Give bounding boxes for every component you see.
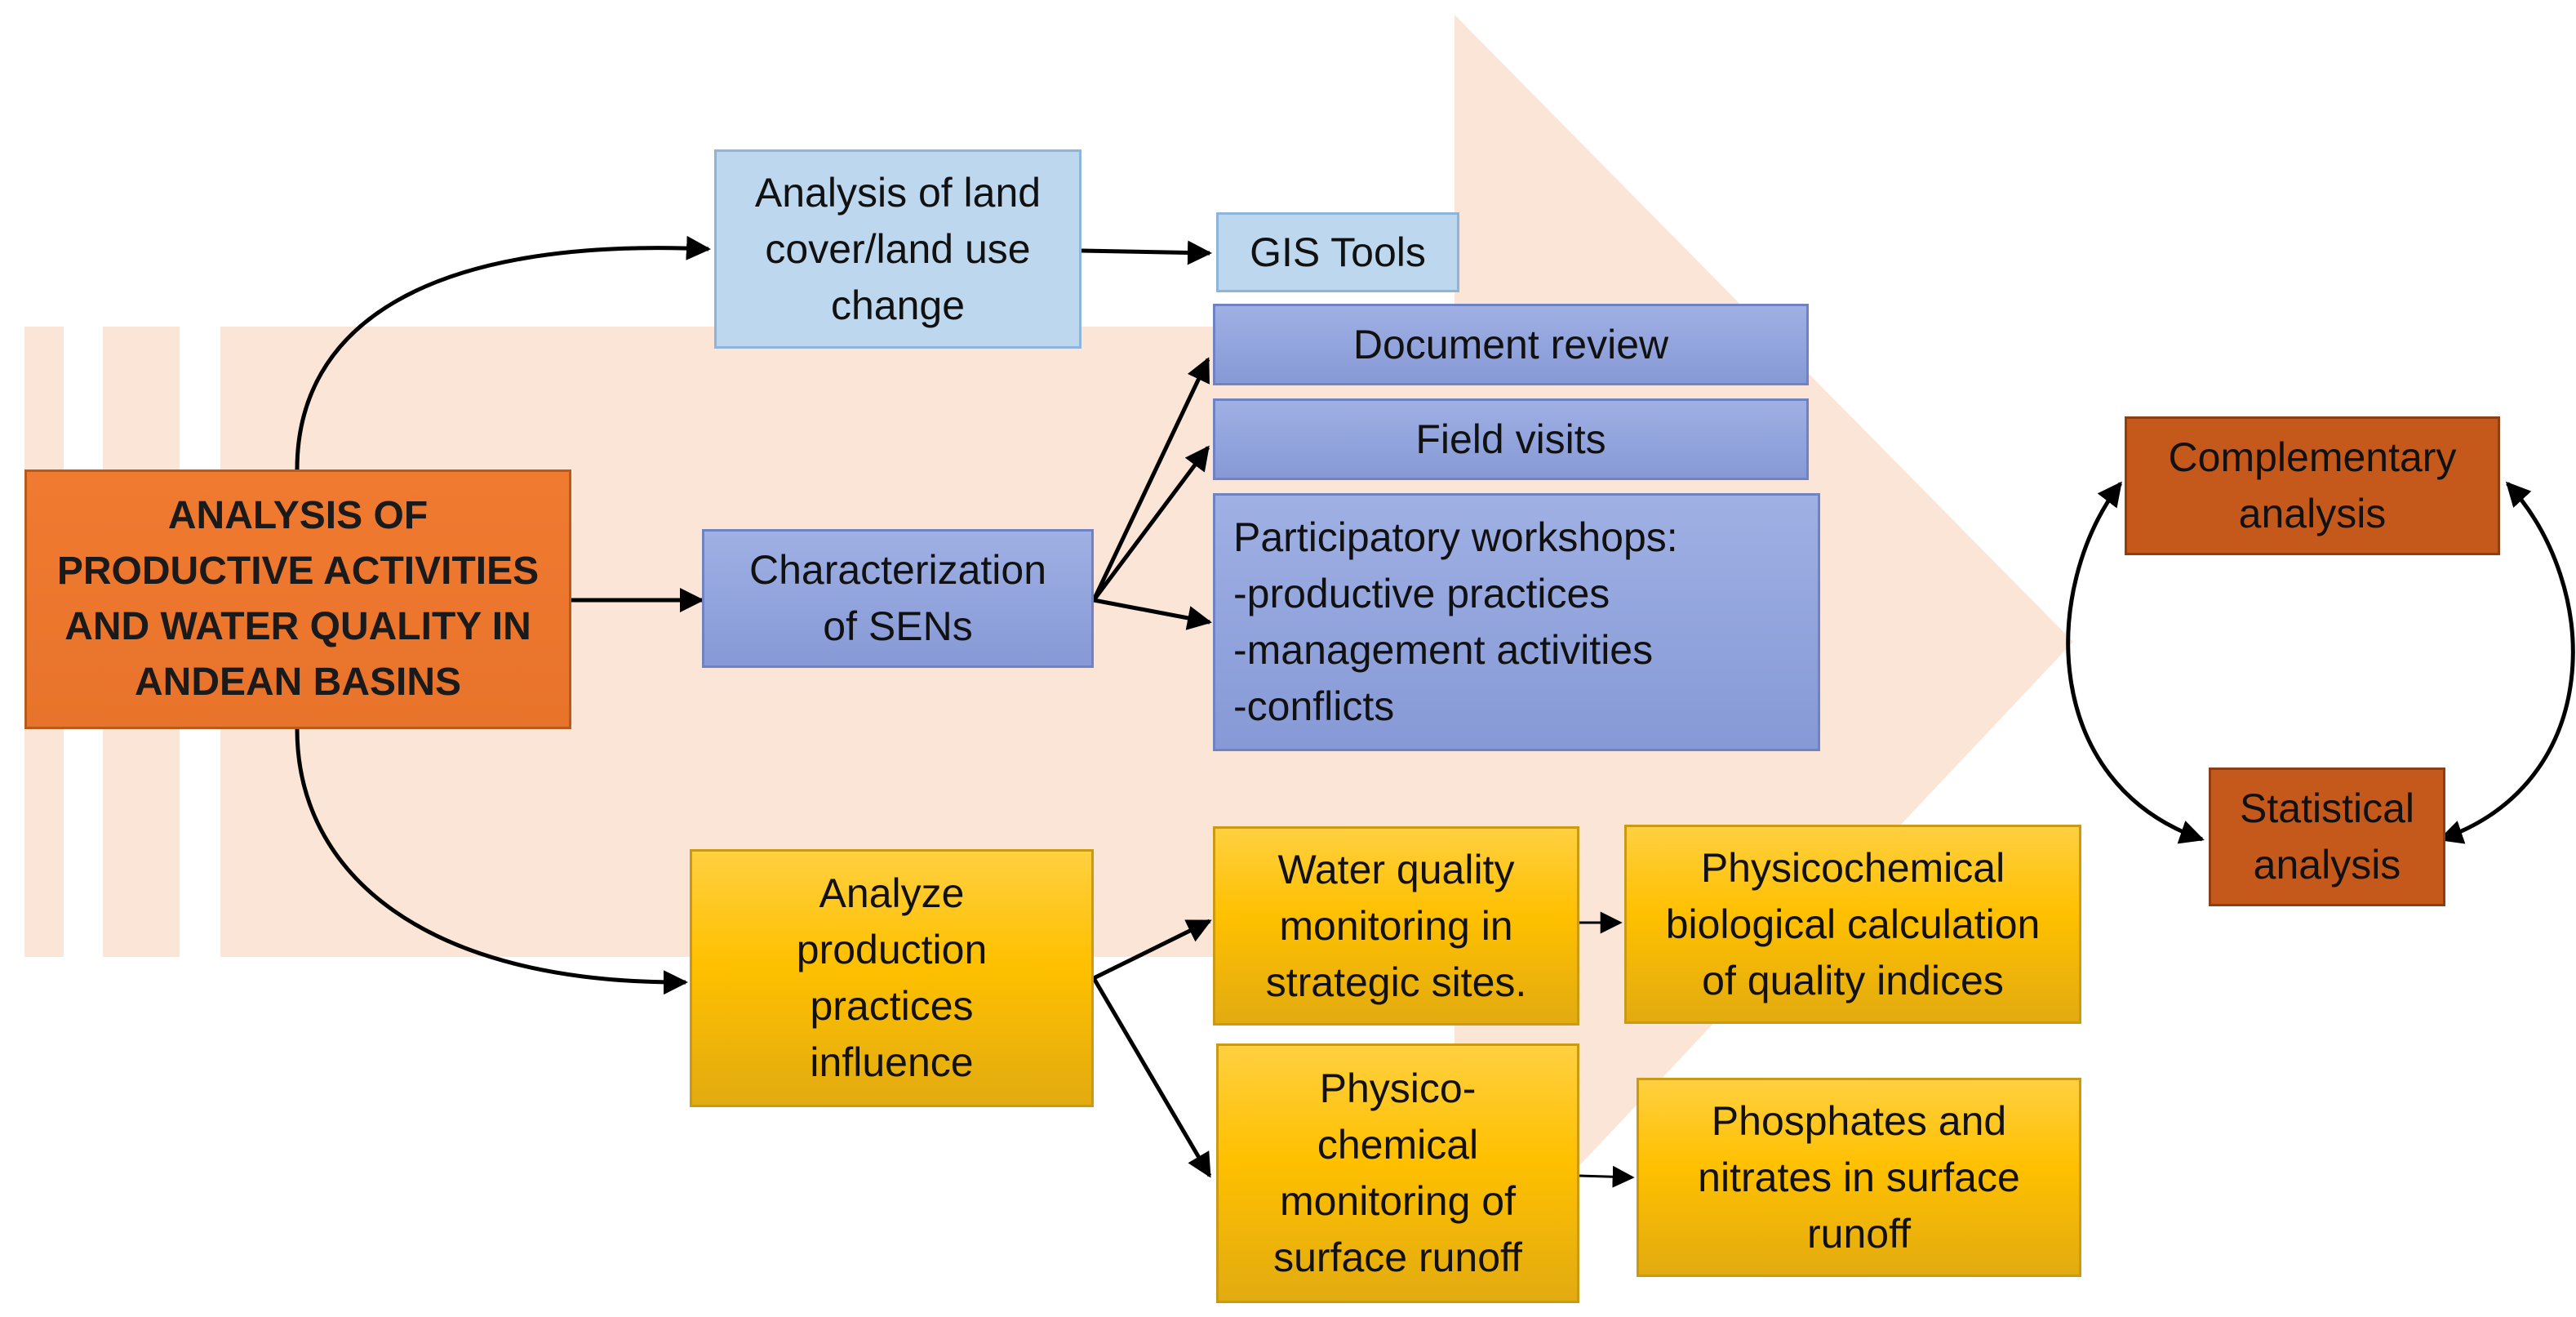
- phosphates-nitrates-box: Phosphates and nitrates in surface runof…: [1637, 1078, 2081, 1277]
- participatory-workshops-box: Participatory workshops: -productive pra…: [1213, 493, 1820, 751]
- edge-characterization-to-document-review: [1091, 357, 1210, 602]
- analyze-production-box: Analyze production practices influence: [690, 849, 1094, 1107]
- physicochemical-indices-box: Physicochemical biological calculation o…: [1624, 825, 2081, 1024]
- edge-land-cover-to-gis: [1081, 240, 1212, 265]
- document-review-box: Document review: [1213, 304, 1809, 385]
- edge-characterization-to-field-visits: [1091, 445, 1210, 602]
- field-visits-box: Field visits: [1213, 398, 1809, 480]
- land-cover-box: Analysis of land cover/land use change: [714, 149, 1081, 349]
- edge-statistical-complementary: [2438, 481, 2575, 844]
- statistical-analysis-box: Statistical analysis: [2209, 768, 2445, 906]
- edge-complementary-statistical: [2066, 481, 2205, 844]
- edge-analyze-to-water-quality: [1092, 919, 1212, 981]
- complementary-analysis-box: Complementary analysis: [2125, 416, 2500, 555]
- runoff-monitoring-box: Physico- chemical monitoring of surface …: [1216, 1043, 1579, 1303]
- edge-analyze-to-runoff: [1091, 977, 1212, 1178]
- edge-runoff-to-phosphates: [1579, 1165, 1635, 1188]
- edge-main-to-land-cover: [295, 235, 711, 470]
- edge-characterization-to-workshops: [1093, 598, 1212, 630]
- main-topic-box: ANALYSIS OF PRODUCTIVE ACTIVITIES AND WA…: [24, 469, 571, 729]
- water-quality-monitoring-box: Water quality monitoring in strategic si…: [1213, 826, 1579, 1026]
- edge-main-to-analyze-production: [295, 728, 688, 995]
- gis-tools-box: GIS Tools: [1216, 212, 1459, 292]
- characterization-box: Characterization of SENs: [702, 529, 1094, 668]
